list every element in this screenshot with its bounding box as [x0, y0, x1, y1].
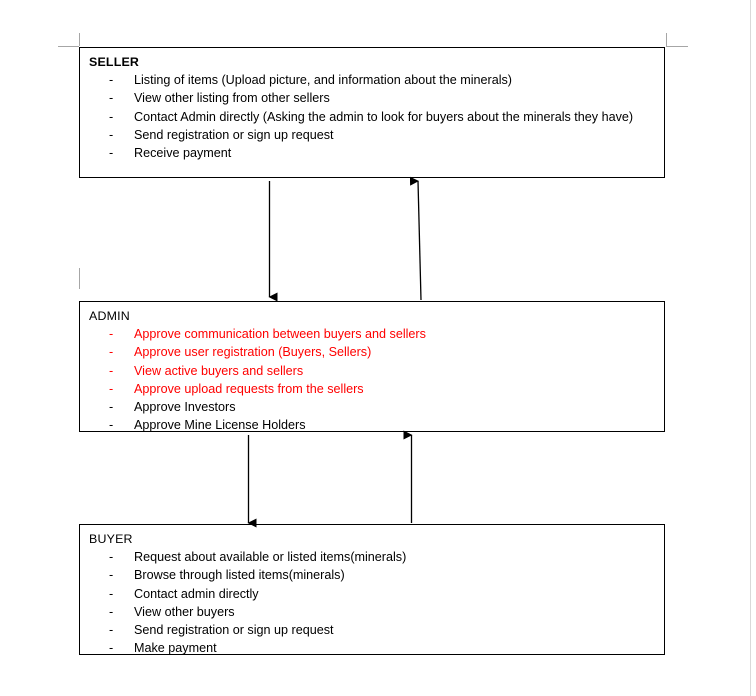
actor-box-buyer: BUYER - Request about available or listed… — [79, 524, 665, 655]
margin-guide-mid-left-vertical — [79, 268, 80, 289]
list-item: - View active buyers and sellers — [80, 362, 664, 380]
list-item: - Request about available or listed items… — [80, 548, 664, 566]
list-item: - View other listing from other sellers — [80, 89, 664, 107]
margin-guide-top-right-horizontal — [666, 46, 688, 47]
list-item-label: Make payment — [134, 641, 217, 656]
responsibility-list-buyer: - Request about available or listed items… — [80, 548, 664, 658]
page-right-edge — [750, 0, 751, 696]
list-item-label: Contact admin directly — [134, 586, 259, 601]
list-item-label: Browse through listed items(minerals) — [134, 568, 345, 583]
list-item: - Approve Investors — [80, 398, 664, 416]
list-item: - Contact Admin directly (Asking the admi… — [80, 108, 664, 126]
bullet-dash: - — [109, 146, 114, 161]
list-item: - Receive payment — [80, 144, 664, 162]
bullet-dash: - — [109, 381, 114, 396]
actor-title-admin: ADMIN — [89, 309, 130, 323]
bullet-dash: - — [109, 586, 114, 601]
margin-guide-top-left-vertical — [79, 33, 80, 46]
list-item-label: Approve user registration (Buyers, Selle… — [134, 345, 372, 360]
bullet-dash: - — [109, 127, 114, 142]
bullet-dash: - — [109, 363, 114, 378]
actor-box-admin: ADMIN - Approve communication between buy… — [79, 301, 665, 432]
actor-title-buyer: BUYER — [89, 532, 133, 546]
list-item-label: Approve communication between buyers and… — [134, 327, 426, 341]
margin-guide-top-right-vertical — [666, 33, 667, 46]
list-item: - Approve Mine License Holders — [80, 416, 664, 434]
bullet-dash: - — [109, 109, 114, 124]
bullet-dash: - — [109, 623, 114, 638]
actor-box-seller: SELLER - Listing of items (Upload picture… — [79, 47, 665, 178]
bullet-dash: - — [109, 73, 114, 87]
list-item: - Listing of items (Upload picture, and i… — [80, 71, 664, 89]
responsibility-list-seller: - Listing of items (Upload picture, and i… — [80, 71, 664, 162]
list-item-label: View other buyers — [134, 604, 235, 619]
bullet-dash: - — [109, 604, 114, 619]
list-item-label: Receive payment — [134, 146, 232, 161]
list-item: - Approve user registration (Buyers, Sell… — [80, 343, 664, 361]
bullet-dash: - — [109, 550, 114, 564]
list-item: - Send registration or sign up request — [80, 126, 664, 144]
list-item-label: Approve upload requests from the sellers — [134, 381, 364, 396]
bullet-dash: - — [109, 327, 114, 341]
bullet-dash: - — [109, 568, 114, 583]
bullet-dash: - — [109, 418, 114, 433]
list-item-label: Send registration or sign up request — [134, 127, 334, 142]
list-item: - Send registration or sign up request — [80, 621, 664, 639]
list-item: - Make payment — [80, 639, 664, 657]
list-item: - Approve communication between buyers an… — [80, 325, 664, 343]
list-item: - Browse through listed items(minerals) — [80, 566, 664, 584]
list-item-label: Contact Admin directly (Asking the admin… — [134, 109, 634, 124]
list-item-label: View other listing from other sellers — [134, 91, 330, 106]
margin-guide-top-left-horizontal — [58, 46, 79, 47]
bullet-dash: - — [109, 641, 114, 656]
list-item-label: Approve Mine License Holders — [134, 418, 306, 433]
list-item-label: Request about available or listed items(… — [134, 550, 407, 564]
list-item: - Approve upload requests from the seller… — [80, 380, 664, 398]
bullet-dash: - — [109, 345, 114, 360]
arrow-admin-to-seller — [409, 176, 422, 301]
bullet-dash: - — [109, 400, 114, 415]
bullet-dash: - — [109, 91, 114, 106]
list-item-label: Send registration or sign up request — [134, 623, 334, 638]
actor-title-seller: SELLER — [89, 55, 140, 69]
list-item: - View other buyers — [80, 603, 664, 621]
list-item-label: Listing of items (Upload picture, and in… — [134, 73, 513, 87]
list-item-label: View active buyers and sellers — [134, 363, 304, 378]
responsibility-list-admin: - Approve communication between buyers an… — [80, 325, 664, 435]
list-item-label: Approve Investors — [134, 400, 236, 415]
list-item: - Contact admin directly — [80, 585, 664, 603]
